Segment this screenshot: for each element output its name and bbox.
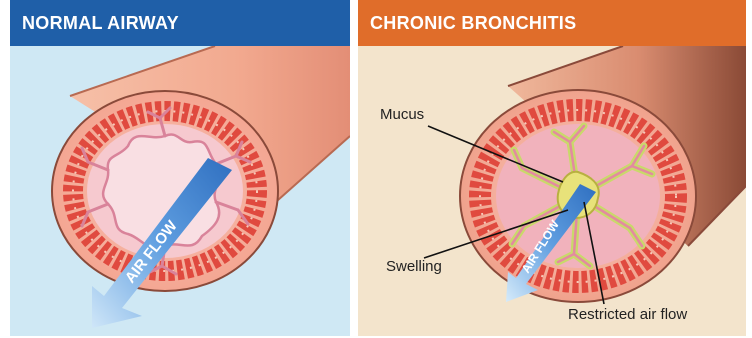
chronic-bronchitis-title: CHRONIC BRONCHITIS	[358, 0, 746, 46]
normal-airway-illustration: AIR FLOW	[10, 46, 350, 336]
mucus-label: Mucus	[380, 106, 424, 123]
normal-airway-panel: NORMAL AIRWAY	[10, 0, 350, 336]
normal-airway-title-text: NORMAL AIRWAY	[22, 13, 179, 34]
swelling-label: Swelling	[386, 258, 442, 275]
chronic-bronchitis-title-text: CHRONIC BRONCHITIS	[370, 13, 576, 34]
restricted-air-flow-label: Restricted air flow	[568, 306, 687, 323]
normal-airway-title: NORMAL AIRWAY	[10, 0, 350, 46]
chronic-bronchitis-illustration: AIR FLOW	[358, 46, 746, 336]
chronic-bronchitis-panel: CHRONIC BRONCHITIS	[358, 0, 746, 336]
